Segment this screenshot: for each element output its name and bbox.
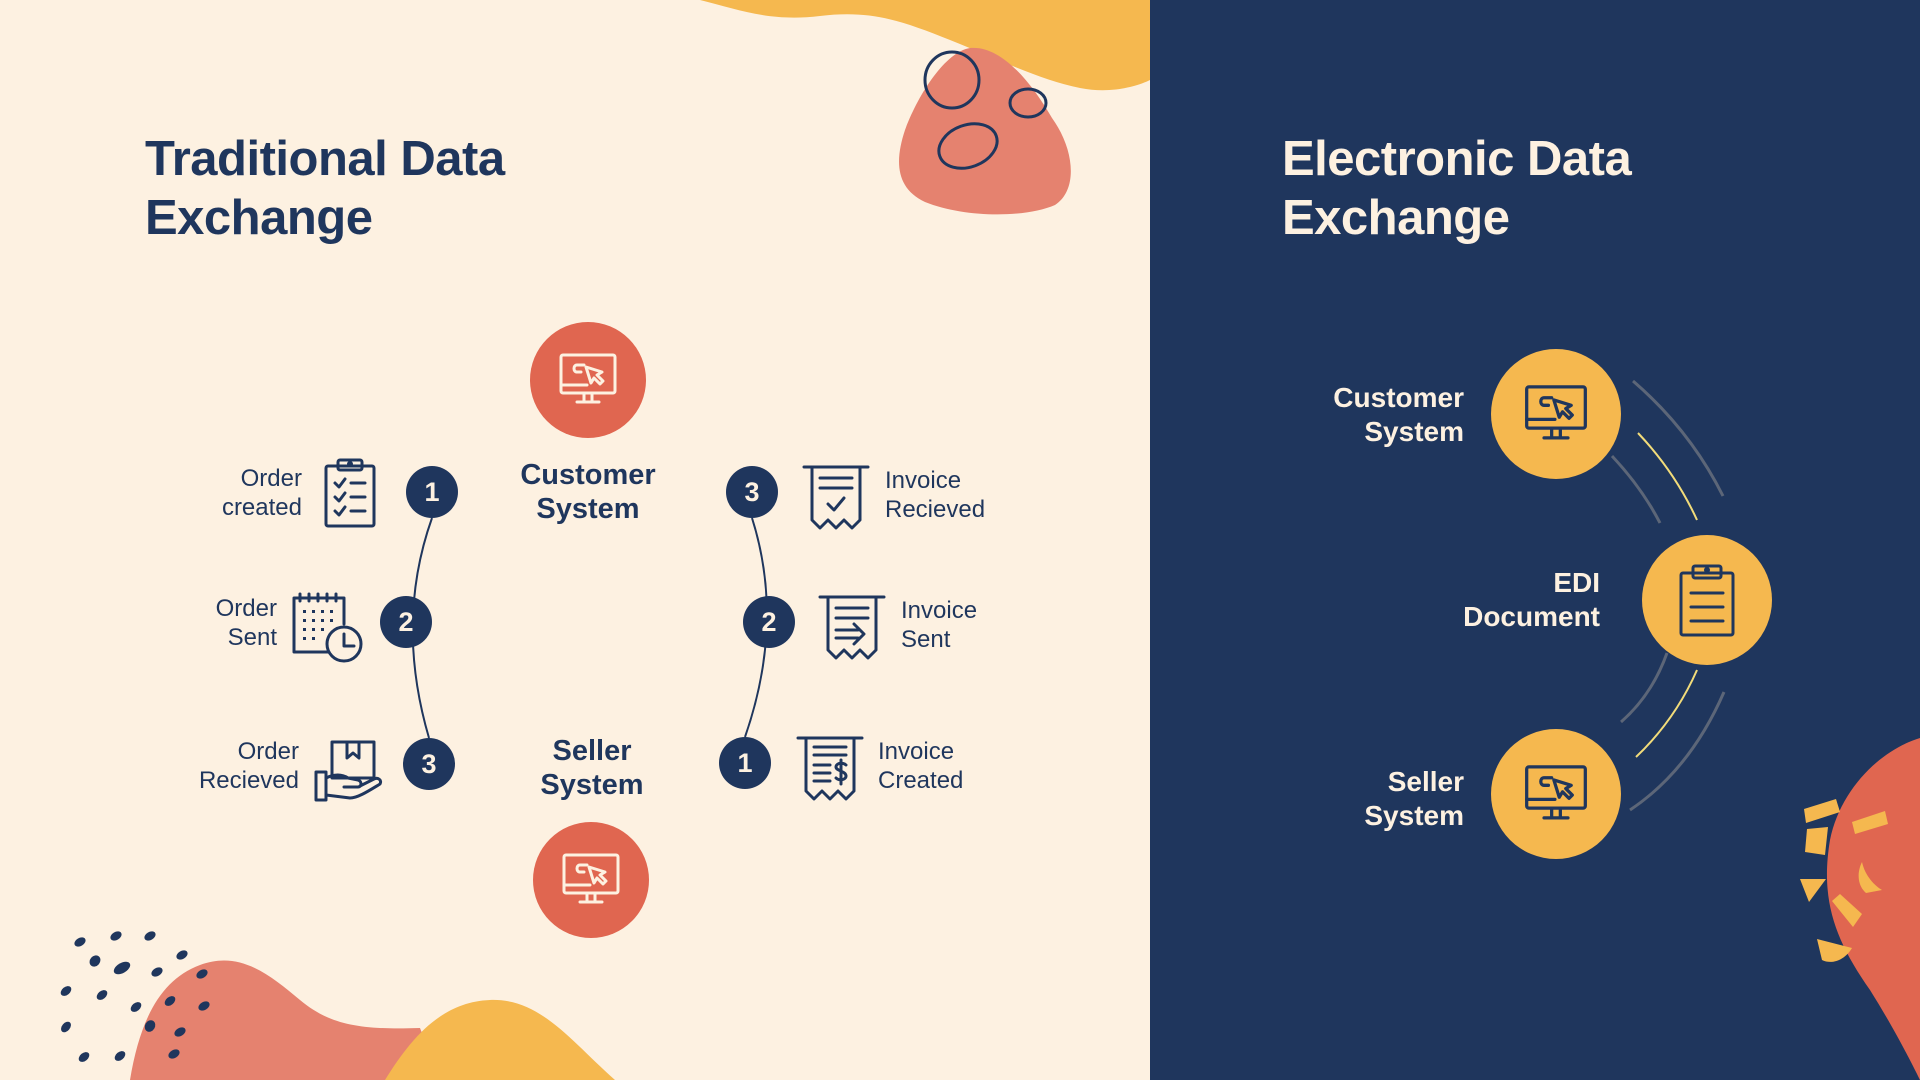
ring-decoration <box>937 122 999 170</box>
ring-decoration <box>1008 87 1048 119</box>
hand-box-icon <box>314 740 384 807</box>
edi-seller-system-node <box>1491 729 1621 859</box>
order-step-2-badge: 2 <box>380 596 432 648</box>
confetti-decoration <box>1800 799 1888 962</box>
arc-data-bottom <box>1635 669 1698 758</box>
computer-click-icon <box>1525 385 1587 440</box>
invoice-step-3-badge: 3 <box>726 466 778 518</box>
seller-system-node <box>533 822 649 938</box>
receipt-arrow-icon <box>818 594 886 667</box>
electronic-title: Electronic Data Exchange <box>1282 132 1632 245</box>
edi-seller-system-label: Seller System <box>1364 766 1464 831</box>
electronic-panel <box>1150 0 1920 1080</box>
invoice-step-2-label: Invoice Sent <box>901 597 978 653</box>
arc-inner-top <box>1610 454 1662 524</box>
dots-decoration <box>60 931 210 1062</box>
yellow-blob-top <box>700 0 1150 91</box>
calendar-clock-icon <box>292 592 364 671</box>
yellow-blob-bottom <box>385 999 615 1080</box>
seller-system-label: Seller System <box>540 735 644 801</box>
clipboard-document-icon <box>1679 564 1735 637</box>
computer-click-icon <box>559 353 617 404</box>
invoice-step-1-badge: 1 <box>719 737 771 789</box>
arc-inner-bottom <box>1620 652 1669 724</box>
coral-blob <box>1826 738 1920 1080</box>
ring-decoration <box>923 50 981 110</box>
order-step-3-badge: 3 <box>403 738 455 790</box>
decorative-shapes <box>60 0 1150 1080</box>
traditional-title: Traditional Data Exchange <box>145 132 505 245</box>
invoice-step-1-label: Invoice Created <box>878 738 964 794</box>
order-step-1-label: Order created <box>221 465 302 521</box>
edi-customer-system-label: Customer System <box>1333 382 1464 447</box>
customer-system-label: Customer System <box>520 459 656 525</box>
receipt-dollar-icon <box>796 735 864 808</box>
clipboard-checklist-icon <box>322 456 378 535</box>
invoice-step-2-badge: 2 <box>743 596 795 648</box>
order-step-2-label: Order Sent <box>215 595 277 651</box>
invoice-step-3-label: Invoice Recieved <box>885 467 986 523</box>
salmon-blob-bottom <box>130 960 440 1080</box>
arc-data-top <box>1637 432 1698 521</box>
order-step-1-badge: 1 <box>406 466 458 518</box>
receipt-check-icon <box>802 464 870 537</box>
order-step-3-label: Order Recieved <box>198 738 299 794</box>
computer-click-icon <box>562 853 620 904</box>
arc-outer-top <box>1632 379 1725 497</box>
edi-customer-system-node <box>1491 349 1621 479</box>
edi-document-node <box>1642 535 1772 665</box>
edi-document-label: EDI Document <box>1463 567 1600 632</box>
customer-system-node <box>530 322 646 438</box>
computer-click-icon <box>1525 765 1587 820</box>
right-decor-and-arcs <box>1610 379 1920 1080</box>
arc-outer-bottom <box>1629 691 1726 812</box>
